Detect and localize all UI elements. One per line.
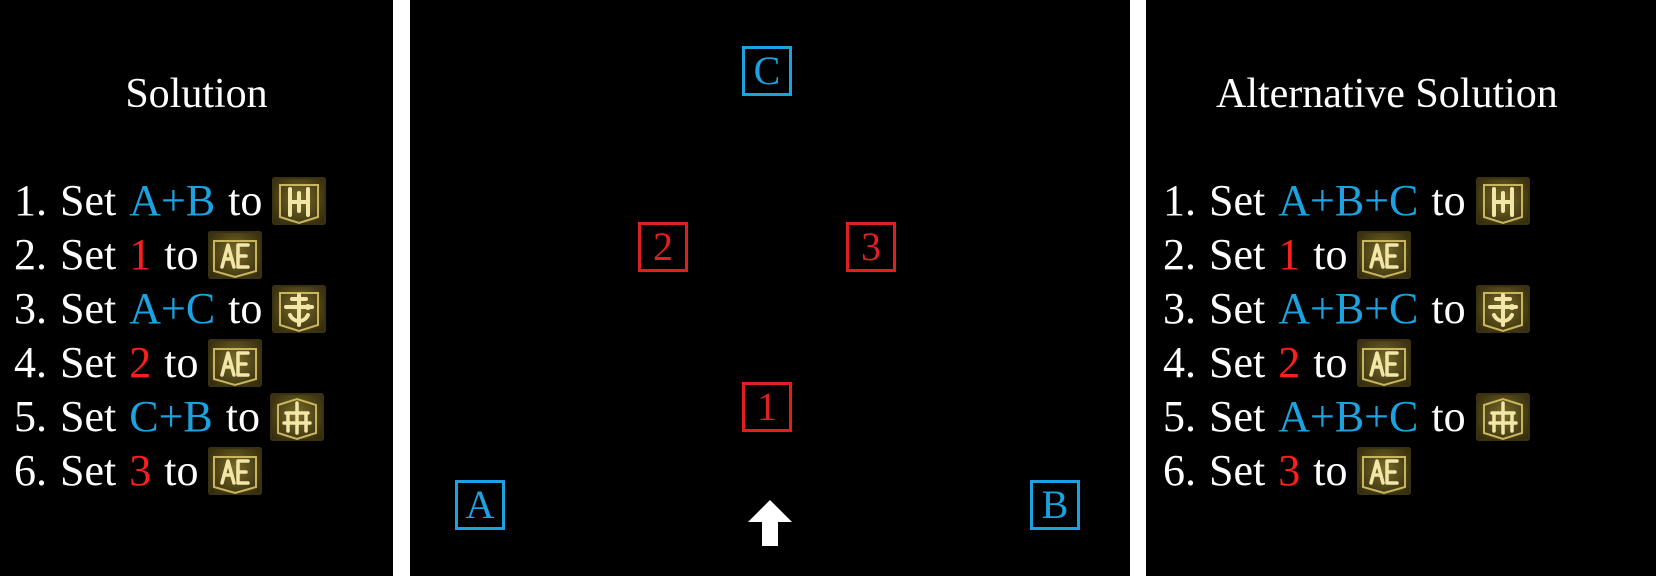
- step-number: 1.: [14, 176, 47, 225]
- step-to: to: [1313, 446, 1348, 495]
- step-to: to: [164, 446, 199, 495]
- step-target: 3: [129, 446, 152, 495]
- step-verb: Set: [1209, 176, 1266, 225]
- step-to: to: [1431, 176, 1466, 225]
- marker-2: 2: [638, 222, 688, 272]
- step-number: 2.: [1163, 230, 1196, 279]
- step-verb: Set: [60, 338, 117, 387]
- alt-step-4: 4. Set 2 to: [1163, 336, 1530, 390]
- step-number: 3.: [1163, 284, 1196, 333]
- rune-cross-icon: [272, 285, 327, 333]
- step-number: 4.: [1163, 338, 1196, 387]
- step-verb: Set: [60, 392, 117, 441]
- step-target: A+B+C: [1278, 176, 1419, 225]
- step-2: 2. Set 1 to: [14, 228, 326, 282]
- step-target: 3: [1278, 446, 1301, 495]
- marker-3: 3: [846, 222, 896, 272]
- step-target: C+B: [129, 392, 213, 441]
- step-6: 6. Set 3 to: [14, 444, 326, 498]
- alt-step-3: 3. Set A+B+C to: [1163, 282, 1530, 336]
- step-verb: Set: [60, 176, 117, 225]
- rune-h-icon: [272, 177, 327, 225]
- solution-title: Solution: [125, 71, 268, 117]
- step-to: to: [1313, 338, 1348, 387]
- step-target: 1: [129, 230, 152, 279]
- step-to: to: [1431, 284, 1466, 333]
- rune-crown-icon: [1475, 393, 1530, 441]
- alternative-solution-panel: Alternative Solution 1. Set A+B+C to 2. …: [1146, 0, 1656, 576]
- step-number: 1.: [1163, 176, 1196, 225]
- step-target: 2: [1278, 338, 1301, 387]
- alternative-solution-title: Alternative Solution: [1216, 71, 1558, 117]
- solution-panel: Solution 1. Set A+B to 2. Set 1 to 3. Se…: [0, 0, 393, 576]
- step-5: 5. Set C+B to: [14, 390, 326, 444]
- alt-step-2: 2. Set 1 to: [1163, 228, 1530, 282]
- step-to: to: [164, 230, 199, 279]
- step-target: A+C: [129, 284, 216, 333]
- step-to: to: [228, 176, 263, 225]
- rune-ae-icon: [1357, 231, 1412, 279]
- step-3: 3. Set A+C to: [14, 282, 327, 336]
- marker-1: 1: [742, 382, 792, 432]
- step-target: 1: [1278, 230, 1301, 279]
- step-verb: Set: [1209, 230, 1266, 279]
- step-verb: Set: [60, 446, 117, 495]
- step-number: 6.: [1163, 446, 1196, 495]
- step-number: 5.: [1163, 392, 1196, 441]
- alt-step-5: 5. Set A+B+C to: [1163, 390, 1530, 444]
- step-verb: Set: [60, 284, 117, 333]
- rune-cross-icon: [1475, 285, 1530, 333]
- step-number: 4.: [14, 338, 47, 387]
- rune-ae-icon: [1357, 339, 1412, 387]
- alt-step-6: 6. Set 3 to: [1163, 444, 1530, 498]
- step-to: to: [225, 392, 260, 441]
- rune-ae-icon: [208, 231, 263, 279]
- step-verb: Set: [1209, 338, 1266, 387]
- step-4: 4. Set 2 to: [14, 336, 326, 390]
- step-target: 2: [129, 338, 152, 387]
- alternative-solution-steps: 1. Set A+B+C to 2. Set 1 to 3. Set A+B+C…: [1163, 174, 1530, 498]
- step-to: to: [1313, 230, 1348, 279]
- step-target: A+B: [129, 176, 216, 225]
- rune-crown-icon: [269, 393, 324, 441]
- step-verb: Set: [1209, 446, 1266, 495]
- step-verb: Set: [1209, 392, 1266, 441]
- solution-steps: 1. Set A+B to 2. Set 1 to 3. Set A+C to …: [14, 174, 327, 498]
- marker-a: A: [455, 480, 505, 530]
- step-number: 3.: [14, 284, 47, 333]
- step-number: 2.: [14, 230, 47, 279]
- rune-ae-icon: [1357, 447, 1412, 495]
- step-1: 1. Set A+B to: [14, 174, 327, 228]
- up-arrow-icon: [748, 500, 792, 546]
- marker-b: B: [1030, 480, 1080, 530]
- rune-ae-icon: [208, 339, 263, 387]
- step-target: A+B+C: [1278, 392, 1419, 441]
- step-number: 6.: [14, 446, 47, 495]
- step-number: 5.: [14, 392, 47, 441]
- step-verb: Set: [60, 230, 117, 279]
- alt-step-1: 1. Set A+B+C to: [1163, 174, 1530, 228]
- step-verb: Set: [1209, 284, 1266, 333]
- marker-c: C: [742, 46, 792, 96]
- rune-ae-icon: [208, 447, 263, 495]
- rune-h-icon: [1475, 177, 1530, 225]
- puzzle-map: C 2 3 1 A B: [410, 0, 1130, 576]
- step-to: to: [1431, 392, 1466, 441]
- step-to: to: [164, 338, 199, 387]
- step-target: A+B+C: [1278, 284, 1419, 333]
- step-to: to: [228, 284, 263, 333]
